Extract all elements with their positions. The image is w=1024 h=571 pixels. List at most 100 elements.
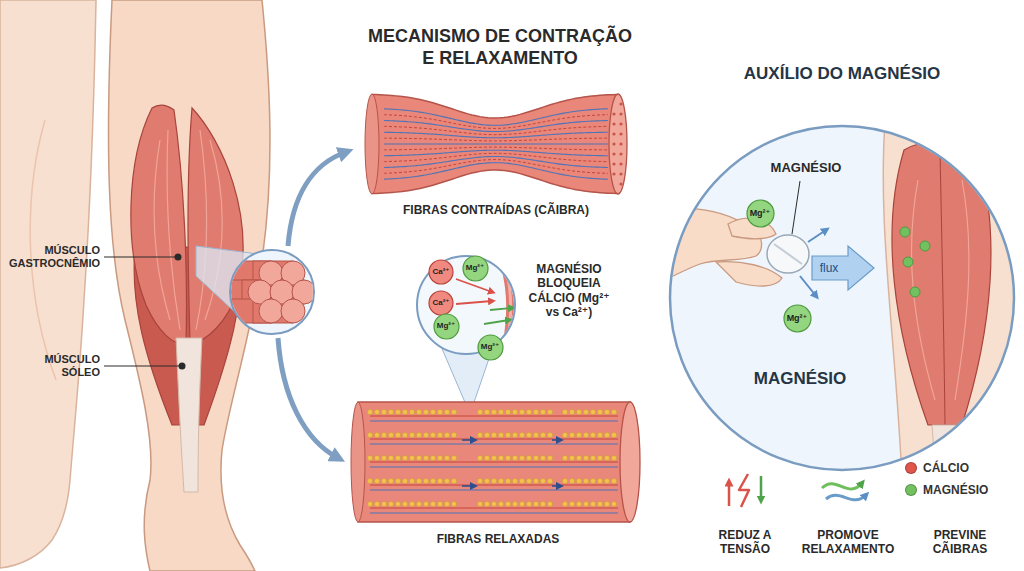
filament [384, 160, 608, 174]
myosin-bead [547, 501, 552, 506]
filament [384, 163, 608, 180]
myosin-bead [611, 455, 616, 460]
direction-arrow [462, 439, 474, 441]
myosin-bead [505, 409, 510, 414]
myosin-bead [388, 455, 393, 460]
myosin-bead [498, 478, 503, 483]
myosin-bead [583, 478, 588, 483]
myosin-bead [416, 501, 421, 506]
myosin-bead [519, 501, 524, 506]
myofibril-dot [619, 142, 622, 145]
myofibril-dot [619, 152, 622, 155]
myosin-bead [395, 455, 400, 460]
leader-line [104, 366, 179, 367]
myosin-bead [381, 478, 386, 483]
magnesium-panel-outline [668, 58, 1016, 474]
node-text: AUXÍLIO DO MAGNÉSIO [668, 64, 1016, 84]
myosin-bead [491, 455, 496, 460]
filament [384, 120, 608, 131]
ion-channel-art [456, 252, 512, 362]
myosin-bead [583, 409, 588, 414]
myosin-bead [540, 432, 545, 437]
myosin-bead [484, 478, 489, 483]
myosin-bead [430, 478, 435, 483]
node-text: FIBRAS CONTRAÍDAS (CÃIBRA) [362, 203, 630, 217]
myosin-bead [437, 501, 442, 506]
myosin-bead [611, 432, 616, 437]
benefit-label: REDUZ A TENSÃO [705, 528, 785, 557]
ion-symbol: Mg²⁺ [466, 264, 484, 272]
myosin-bead [430, 455, 435, 460]
panel-ground [670, 126, 1014, 470]
myosin-bead [374, 478, 379, 483]
myosin-bead [611, 501, 616, 506]
pill-label: MAGNÉSIO [766, 160, 846, 176]
myosin-bead [395, 409, 400, 414]
myosin-bead [604, 432, 609, 437]
direction-arrow [552, 439, 560, 441]
curved-arrow [278, 338, 338, 458]
myosin-bead [477, 501, 482, 506]
myosin-bead [444, 478, 449, 483]
myosin-bead [562, 501, 567, 506]
myosin-bead [562, 409, 567, 414]
tension-icon [739, 474, 749, 507]
legend-row: CÁLCIO [905, 461, 969, 475]
fiber-end [365, 94, 379, 194]
myosin-bead [597, 501, 602, 506]
myosin-bead [491, 432, 496, 437]
myofibril-dot [612, 162, 615, 165]
myosin-bead [526, 409, 531, 414]
legend-text: MAGNÉSIO [923, 483, 988, 497]
myosin-bead [477, 409, 482, 414]
ion-symbol: Ca²⁺ [432, 299, 449, 307]
pill [767, 235, 809, 273]
myosin-bead [409, 478, 414, 483]
myosin-bead [423, 455, 428, 460]
myosin-bead [416, 478, 421, 483]
benefit-label: PREVINE CÃIBRAS [920, 528, 1000, 557]
myosin-bead [491, 478, 496, 483]
myosin-bead [451, 501, 456, 506]
back-leg [0, 0, 96, 568]
myosin-bead [519, 409, 524, 414]
node-text: MAGNÉSIO BLOQUEIA CÁLCIO (Mg²⁺ vs Ca²⁺) [522, 262, 616, 320]
myofibril-dot [619, 102, 622, 105]
magnesium-ion: Mg²⁺ [433, 313, 460, 340]
myosin-bead [484, 501, 489, 506]
text-slot: flux [812, 261, 846, 275]
magnesium-panel: AUXÍLIO DO MAGNÉSIOMAGNÉSIOMg²⁺Mg²⁺ [668, 58, 1016, 474]
myofibril-dot [619, 182, 622, 185]
myosin-bead [512, 478, 517, 483]
fiber-body [372, 94, 616, 193]
ion-symbol: Mg²⁺ [787, 314, 808, 323]
magnesium-ion: Mg²⁺ [783, 304, 812, 333]
magnesium-dot [910, 287, 920, 297]
myosin-bead [409, 501, 414, 506]
myosin-bead [367, 409, 372, 414]
myosin-bead [569, 501, 574, 506]
myosin-bead [540, 409, 545, 414]
myosin-bead [430, 432, 435, 437]
myosin-bead [512, 409, 517, 414]
filament [384, 143, 608, 144]
leg-illustration [0, 0, 270, 571]
filament [370, 508, 618, 509]
myosin-bead [512, 432, 517, 437]
myosin-bead [388, 409, 393, 414]
myofibril-dot [612, 132, 615, 135]
myosin-bead [491, 501, 496, 506]
magnesium-arrow [490, 308, 512, 310]
myosin-bead [597, 432, 602, 437]
myosin-bead [381, 409, 386, 414]
myosin-bead [547, 409, 552, 414]
ion-circle [747, 200, 774, 227]
myosin-bead [526, 478, 531, 483]
leader-line [104, 257, 175, 258]
myosin-bead [604, 409, 609, 414]
filament [384, 115, 608, 129]
myosin-bead [444, 409, 449, 414]
myosin-bead [430, 409, 435, 414]
myosin-bead [604, 478, 609, 483]
myosin-bead [533, 478, 538, 483]
